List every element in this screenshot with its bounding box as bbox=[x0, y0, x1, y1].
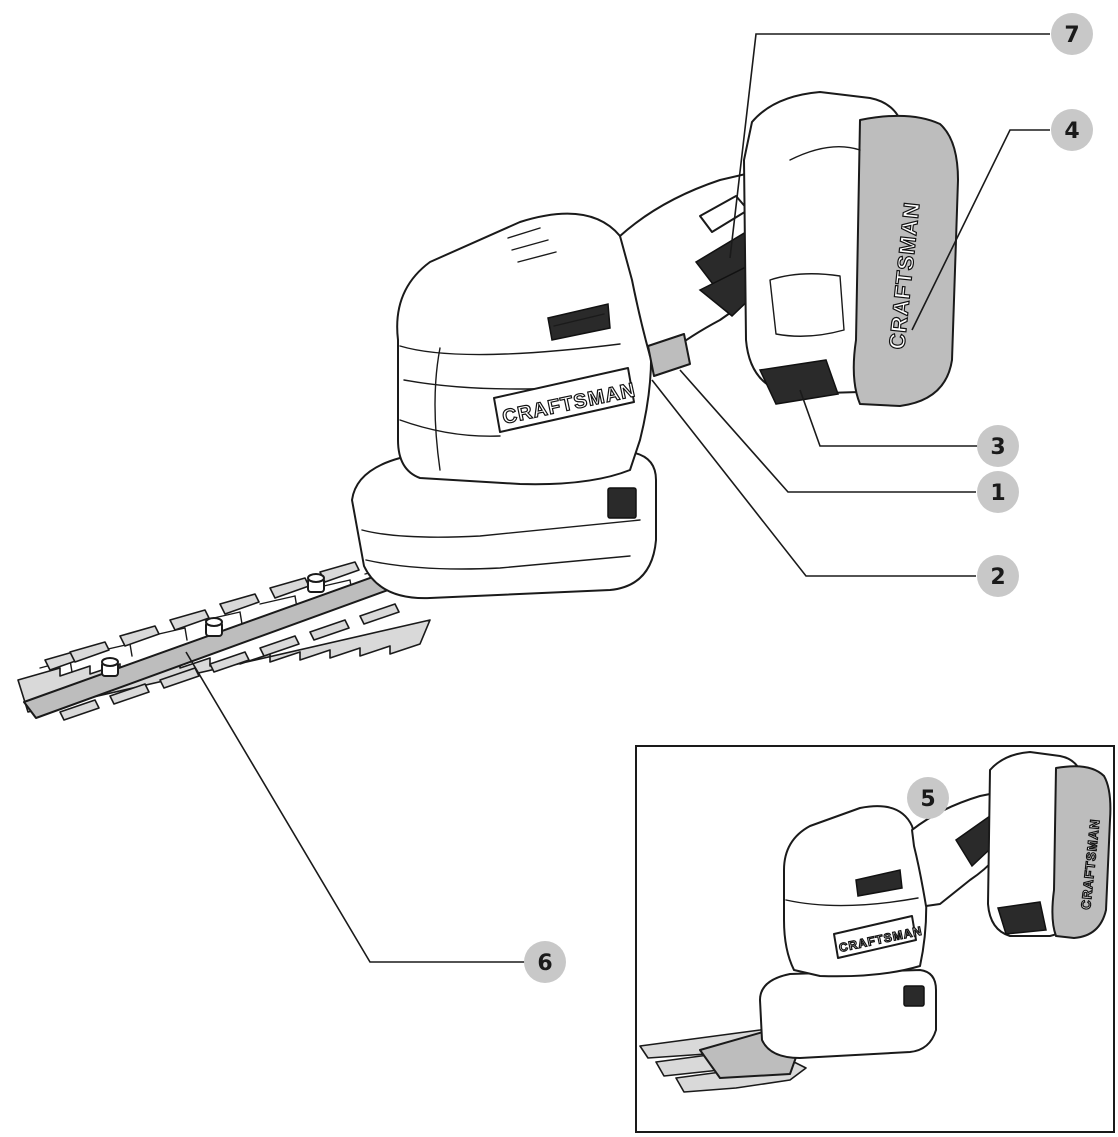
blade-bolt bbox=[205, 617, 223, 637]
callout-2: 2 bbox=[977, 555, 1019, 597]
side-grill bbox=[547, 303, 611, 341]
svg-text:5: 5 bbox=[920, 787, 935, 812]
hedge-blade bbox=[17, 551, 433, 721]
callout-5: 5 bbox=[907, 777, 949, 819]
lock-off-button bbox=[647, 333, 691, 377]
callout-4: 4 bbox=[1051, 109, 1093, 151]
callout-3: 3 bbox=[977, 425, 1019, 467]
svg-text:7: 7 bbox=[1064, 23, 1079, 48]
battery-pack: CRAFTSMAN bbox=[743, 91, 959, 407]
callout-7: 7 bbox=[1051, 13, 1093, 55]
callout-6: 6 bbox=[524, 941, 566, 983]
blade-bolt bbox=[307, 573, 325, 593]
callout-1: 1 bbox=[977, 471, 1019, 513]
main-hedge-trimmer: CRAFTSMAN CRAFTSMAN bbox=[17, 91, 959, 721]
inset-shrub-shear: CRAFTSMAN CRAFTSMAN 5 bbox=[635, 745, 1115, 1133]
head-housing: CRAFTSMAN bbox=[351, 212, 657, 600]
battery-release-button bbox=[758, 359, 840, 405]
svg-text:2: 2 bbox=[990, 565, 1005, 590]
blade-bolt bbox=[101, 657, 119, 677]
inset-rating-label-icon bbox=[903, 985, 925, 1007]
svg-text:3: 3 bbox=[990, 435, 1005, 460]
rating-label-icon bbox=[607, 487, 637, 519]
svg-text:4: 4 bbox=[1064, 119, 1079, 144]
svg-text:1: 1 bbox=[990, 481, 1005, 506]
svg-text:6: 6 bbox=[537, 951, 552, 976]
